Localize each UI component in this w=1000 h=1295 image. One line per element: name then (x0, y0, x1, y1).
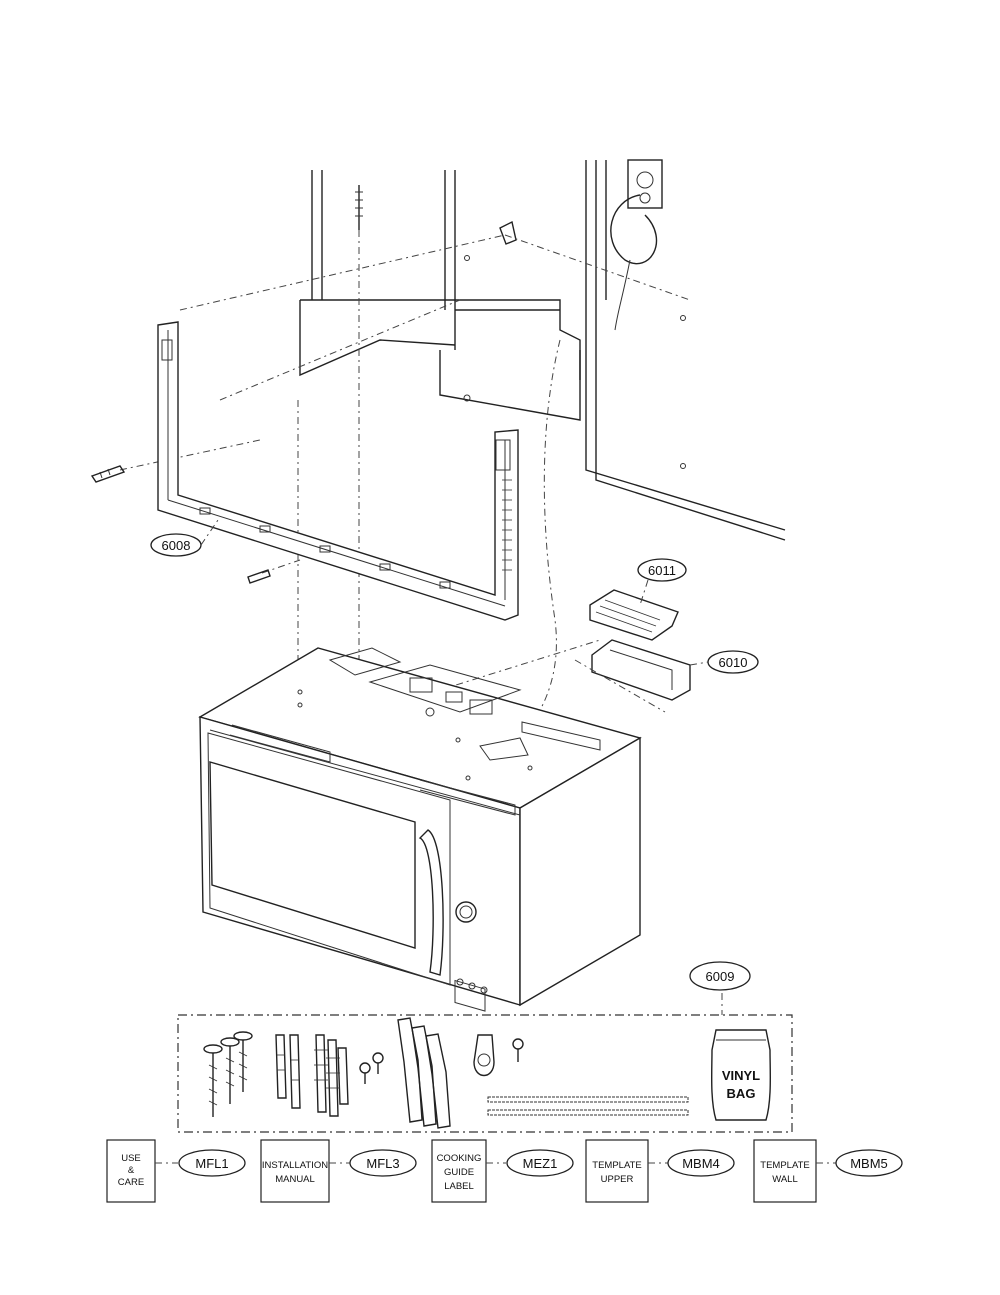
mounting-plate (157, 321, 519, 621)
doc-template-upper: TEMPLATE UPPER MBM4 (585, 1139, 735, 1203)
svg-text:WALL: WALL (772, 1174, 798, 1185)
spacer-bracket-icon (397, 1017, 451, 1129)
svg-text:INSTALLATION: INSTALLATION (262, 1160, 328, 1171)
doc-installation-manual: INSTALLATION MANUAL MFL3 (260, 1139, 417, 1203)
svg-text:&: & (128, 1165, 135, 1176)
power-outlet-icon (610, 159, 663, 331)
microwave-oven (198, 647, 642, 1012)
doc-template-wall: TEMPLATE WALL MBM5 (753, 1139, 903, 1203)
side-screw-icon (90, 465, 126, 483)
svg-text:TEMPLATE: TEMPLATE (760, 1160, 809, 1171)
duct-adapter-6010 (574, 639, 691, 713)
doc-use-care: USE & CARE MFL1 (106, 1139, 246, 1203)
svg-text:6011: 6011 (648, 563, 676, 578)
svg-text:MEZ1: MEZ1 (523, 1156, 558, 1171)
callout-6011: 6011 (637, 558, 687, 606)
vinyl-bag-icon: VINYL BAG (710, 1029, 772, 1121)
vinyl-bag-label-line1: VINYL (722, 1068, 760, 1083)
alignment-lines (119, 230, 691, 761)
svg-text:MANUAL: MANUAL (275, 1174, 315, 1185)
svg-text:MBM4: MBM4 (682, 1156, 720, 1171)
accessory-kit-box (177, 993, 793, 1133)
svg-text:6009: 6009 (706, 969, 735, 984)
svg-text:6008: 6008 (162, 538, 191, 553)
svg-text:TEMPLATE: TEMPLATE (592, 1160, 641, 1171)
toggle-bolt-icon (499, 220, 517, 245)
wood-screws-icon (203, 1031, 253, 1117)
svg-text:COOKING: COOKING (437, 1153, 482, 1164)
callout-6010: 6010 (689, 650, 759, 674)
upper-cabinet (299, 160, 786, 541)
top-screw-icon (355, 185, 363, 230)
svg-text:MBM5: MBM5 (850, 1156, 888, 1171)
toggle-bolt-set-icon (314, 1034, 349, 1117)
svg-text:LABEL: LABEL (444, 1181, 474, 1192)
damper-part-6011 (589, 589, 679, 641)
svg-text:UPPER: UPPER (601, 1174, 634, 1185)
doc-cooking-guide-label: COOKING GUIDE LABEL MEZ1 (431, 1139, 574, 1203)
svg-text:MFL1: MFL1 (195, 1156, 228, 1171)
svg-text:6010: 6010 (719, 655, 748, 670)
small-screws-icon (359, 1052, 384, 1084)
cord-clip-icon (473, 1034, 524, 1077)
svg-text:USE: USE (121, 1153, 141, 1164)
front-screw-icon (247, 569, 271, 584)
callout-6008: 6008 (150, 519, 219, 557)
callout-6009: 6009 (689, 961, 751, 991)
svg-text:CARE: CARE (118, 1177, 144, 1188)
vinyl-bag-label-line2: BAG (727, 1086, 756, 1101)
cord-tie-strips-icon (487, 1096, 689, 1116)
svg-text:GUIDE: GUIDE (444, 1167, 474, 1178)
wall-anchor-icon (275, 1034, 301, 1109)
svg-text:MFL3: MFL3 (366, 1156, 399, 1171)
